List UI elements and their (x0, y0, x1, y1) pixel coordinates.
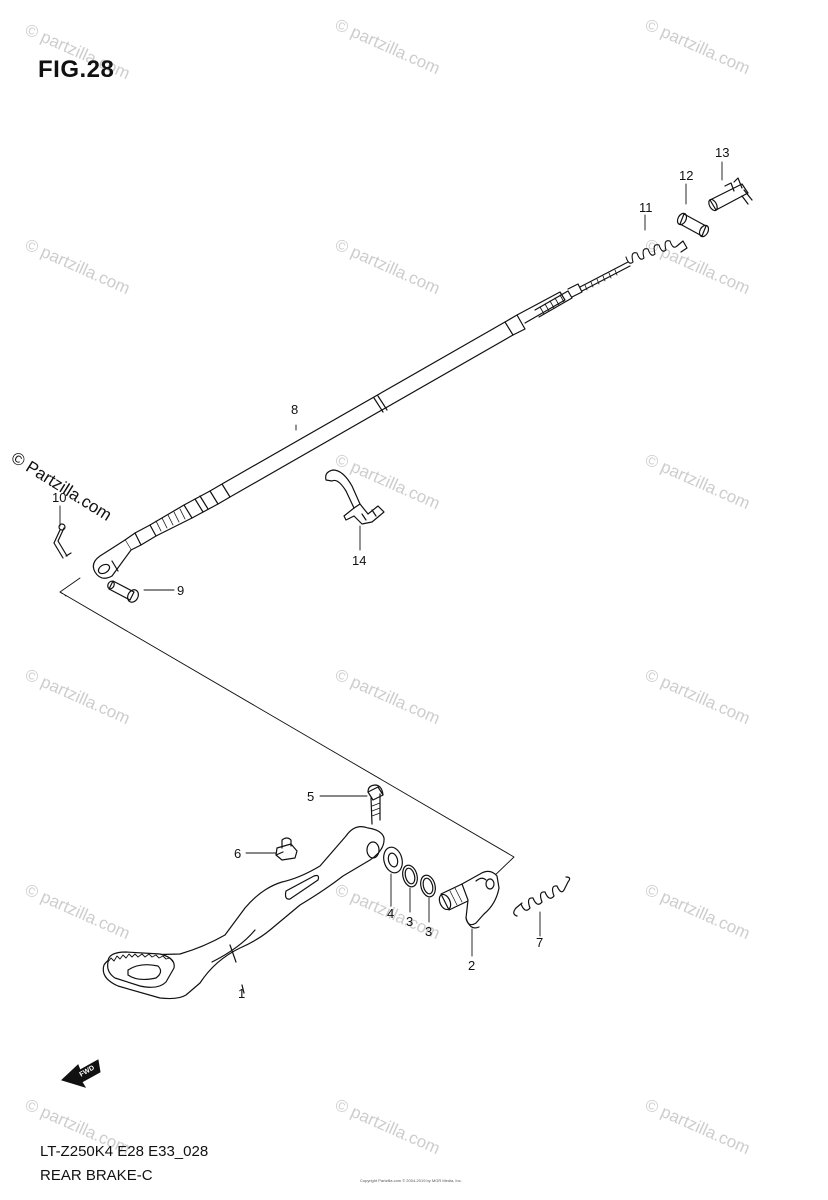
callout-3: 3 (406, 914, 413, 929)
brake-pedal-part[interactable] (102, 826, 385, 1000)
callout-6: 6 (234, 846, 241, 861)
callout-3: 3 (425, 924, 432, 939)
forward-direction-icon: FWD (61, 1059, 101, 1088)
callout-7: 7 (536, 935, 543, 950)
cable-joint-part[interactable] (676, 212, 711, 238)
return-spring-part[interactable] (513, 876, 571, 917)
callout-11: 11 (639, 200, 653, 215)
cotter-pin-part[interactable] (53, 523, 72, 559)
pedal-stopper-bolt-part[interactable] (275, 837, 298, 861)
callout-9: 9 (177, 583, 184, 598)
o-ring-part[interactable] (400, 864, 419, 889)
callout-8: 8 (291, 402, 298, 417)
callout-10: 10 (52, 490, 66, 505)
clevis-pin-part[interactable] (106, 580, 140, 604)
figure-title: FIG.28 (38, 56, 115, 83)
cable-spring-part[interactable] (625, 240, 688, 264)
assembly-guide-lines (59, 577, 515, 881)
callout-4: 4 (387, 906, 394, 921)
cable-connector-part[interactable] (707, 177, 753, 212)
cable-clevis[interactable] (92, 539, 132, 579)
callout-13: 13 (715, 145, 729, 160)
callout-labels: 8 11 12 13 10 9 14 5 6 4 3 3 2 7 1 (52, 145, 729, 1001)
brake-cable-part[interactable] (124, 261, 631, 551)
callout-12: 12 (679, 168, 693, 183)
section-name: REAR BRAKE-C (40, 1167, 153, 1184)
callout-2: 2 (468, 958, 475, 973)
washer-part[interactable] (381, 845, 405, 875)
callout-1: 1 (238, 986, 245, 1001)
brake-cam-lever-part[interactable] (437, 870, 500, 929)
callout-5: 5 (307, 789, 314, 804)
copyright-line: Copyright Partzilla.com © 2004-2019 by M… (360, 1178, 462, 1183)
cable-clamp-part[interactable] (325, 469, 385, 525)
callout-14: 14 (352, 553, 366, 568)
leader-lines (59, 161, 723, 957)
bolt-part[interactable] (367, 784, 384, 825)
model-code: LT-Z250K4 E28 E33_028 (40, 1143, 209, 1160)
o-ring-part[interactable] (418, 874, 437, 899)
